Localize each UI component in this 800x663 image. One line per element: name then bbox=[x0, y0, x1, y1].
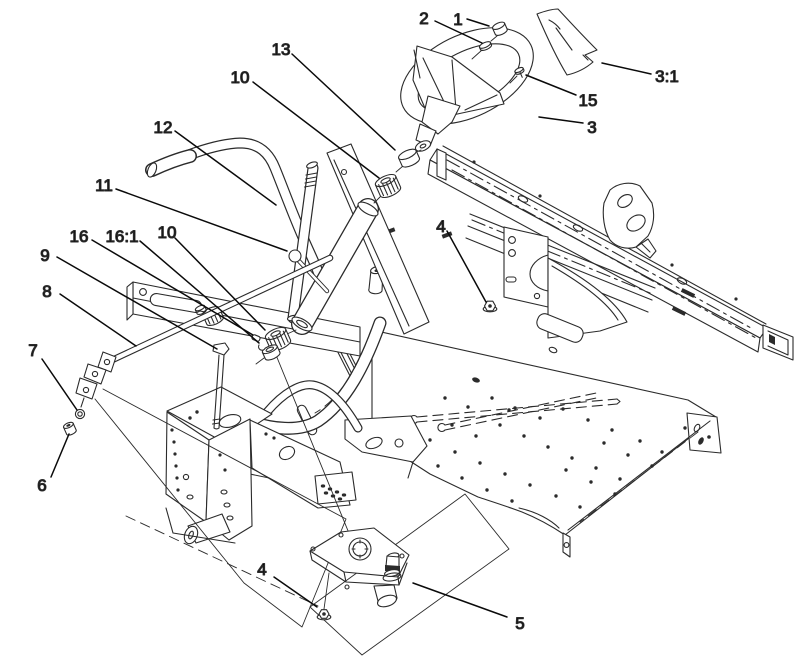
support-channel bbox=[126, 281, 361, 357]
callout-4-frame-label: 4 bbox=[436, 217, 445, 236]
callout-7: 7 bbox=[28, 340, 78, 411]
callout-1: 1 bbox=[453, 9, 490, 30]
flange-nut-gearbox bbox=[316, 609, 332, 621]
callout-8: 8 bbox=[42, 281, 137, 347]
callout-11-label: 11 bbox=[95, 176, 113, 195]
callout-10-lower-label: 10 bbox=[158, 223, 177, 242]
callout-10-upper-label: 10 bbox=[231, 68, 250, 87]
ball-joint bbox=[288, 249, 330, 294]
callout-4-frame: 4 bbox=[436, 216, 487, 303]
callout-15: 15 bbox=[525, 74, 598, 111]
callout-13-label: 13 bbox=[272, 40, 291, 59]
callout-10-upper: 10 bbox=[230, 67, 380, 179]
seat-hoop bbox=[236, 316, 387, 496]
callout-16-1-label: 16:1 bbox=[105, 227, 138, 246]
pan-hole-dots bbox=[428, 377, 687, 509]
lift-lever bbox=[145, 137, 328, 290]
callout-6-label: 6 bbox=[37, 476, 46, 495]
callout-3-1-label: 3:1 bbox=[655, 67, 679, 86]
steering-wheel bbox=[400, 27, 534, 152]
callout-7-label: 7 bbox=[28, 341, 37, 360]
universal-joint bbox=[75, 351, 117, 408]
callout-9: 9 bbox=[40, 245, 218, 350]
flange-nut-frame bbox=[482, 300, 498, 313]
callout-16-label: 16 bbox=[70, 227, 89, 246]
callout-12-label: 12 bbox=[154, 118, 173, 137]
steering-column-group bbox=[62, 137, 430, 436]
callout-15-label: 15 bbox=[579, 91, 598, 110]
callout-5-label: 5 bbox=[515, 614, 524, 633]
callout-9-label: 9 bbox=[40, 246, 49, 265]
callout-8-label: 8 bbox=[42, 282, 51, 301]
gusset-plate bbox=[536, 257, 628, 354]
callout-13: 13 bbox=[271, 39, 396, 151]
steering-shaft bbox=[104, 254, 334, 366]
callout-16-1: 16:1 bbox=[105, 226, 260, 344]
callout-16: 16 bbox=[69, 226, 254, 336]
screw-15 bbox=[514, 66, 525, 78]
column-support-tube bbox=[291, 198, 379, 335]
axis-lines bbox=[373, 35, 518, 204]
flat-washer bbox=[478, 41, 493, 52]
callout-1-label: 1 bbox=[453, 10, 462, 29]
frame-rail-upper bbox=[384, 145, 794, 361]
callout-5: 5 bbox=[412, 582, 525, 634]
callout-3-1: 3:1 bbox=[601, 62, 679, 87]
callout-11: 11 bbox=[95, 175, 288, 252]
floor-pan bbox=[296, 265, 722, 656]
mounting-plate bbox=[503, 226, 549, 308]
steering-gearbox bbox=[309, 527, 410, 621]
callouts: 1 2 3 3:1 4 4 5 6 bbox=[28, 8, 680, 634]
washer-7 bbox=[74, 408, 86, 420]
callout-2: 2 bbox=[419, 8, 483, 44]
bolt-6 bbox=[62, 421, 77, 436]
tow-bracket bbox=[602, 182, 657, 259]
callout-4-gearbox-label: 4 bbox=[257, 560, 266, 579]
spacer-13 bbox=[398, 148, 421, 168]
long-bolt bbox=[211, 342, 230, 430]
projection-lines bbox=[94, 354, 354, 628]
dash-plate bbox=[326, 143, 430, 335]
column-cover bbox=[536, 8, 598, 76]
cap-nut bbox=[491, 21, 508, 36]
callout-6: 6 bbox=[37, 433, 70, 496]
callout-2-label: 2 bbox=[419, 9, 428, 28]
tower-bracket bbox=[165, 386, 357, 545]
flange-bushing-10 bbox=[374, 173, 402, 199]
callout-4-gearbox: 4 bbox=[257, 559, 318, 608]
callout-3-label: 3 bbox=[587, 118, 596, 137]
steering-wheel-group bbox=[373, 8, 598, 204]
callout-3: 3 bbox=[538, 116, 597, 138]
callout-12: 12 bbox=[153, 117, 277, 206]
callout-10-lower: 10 bbox=[157, 222, 266, 331]
